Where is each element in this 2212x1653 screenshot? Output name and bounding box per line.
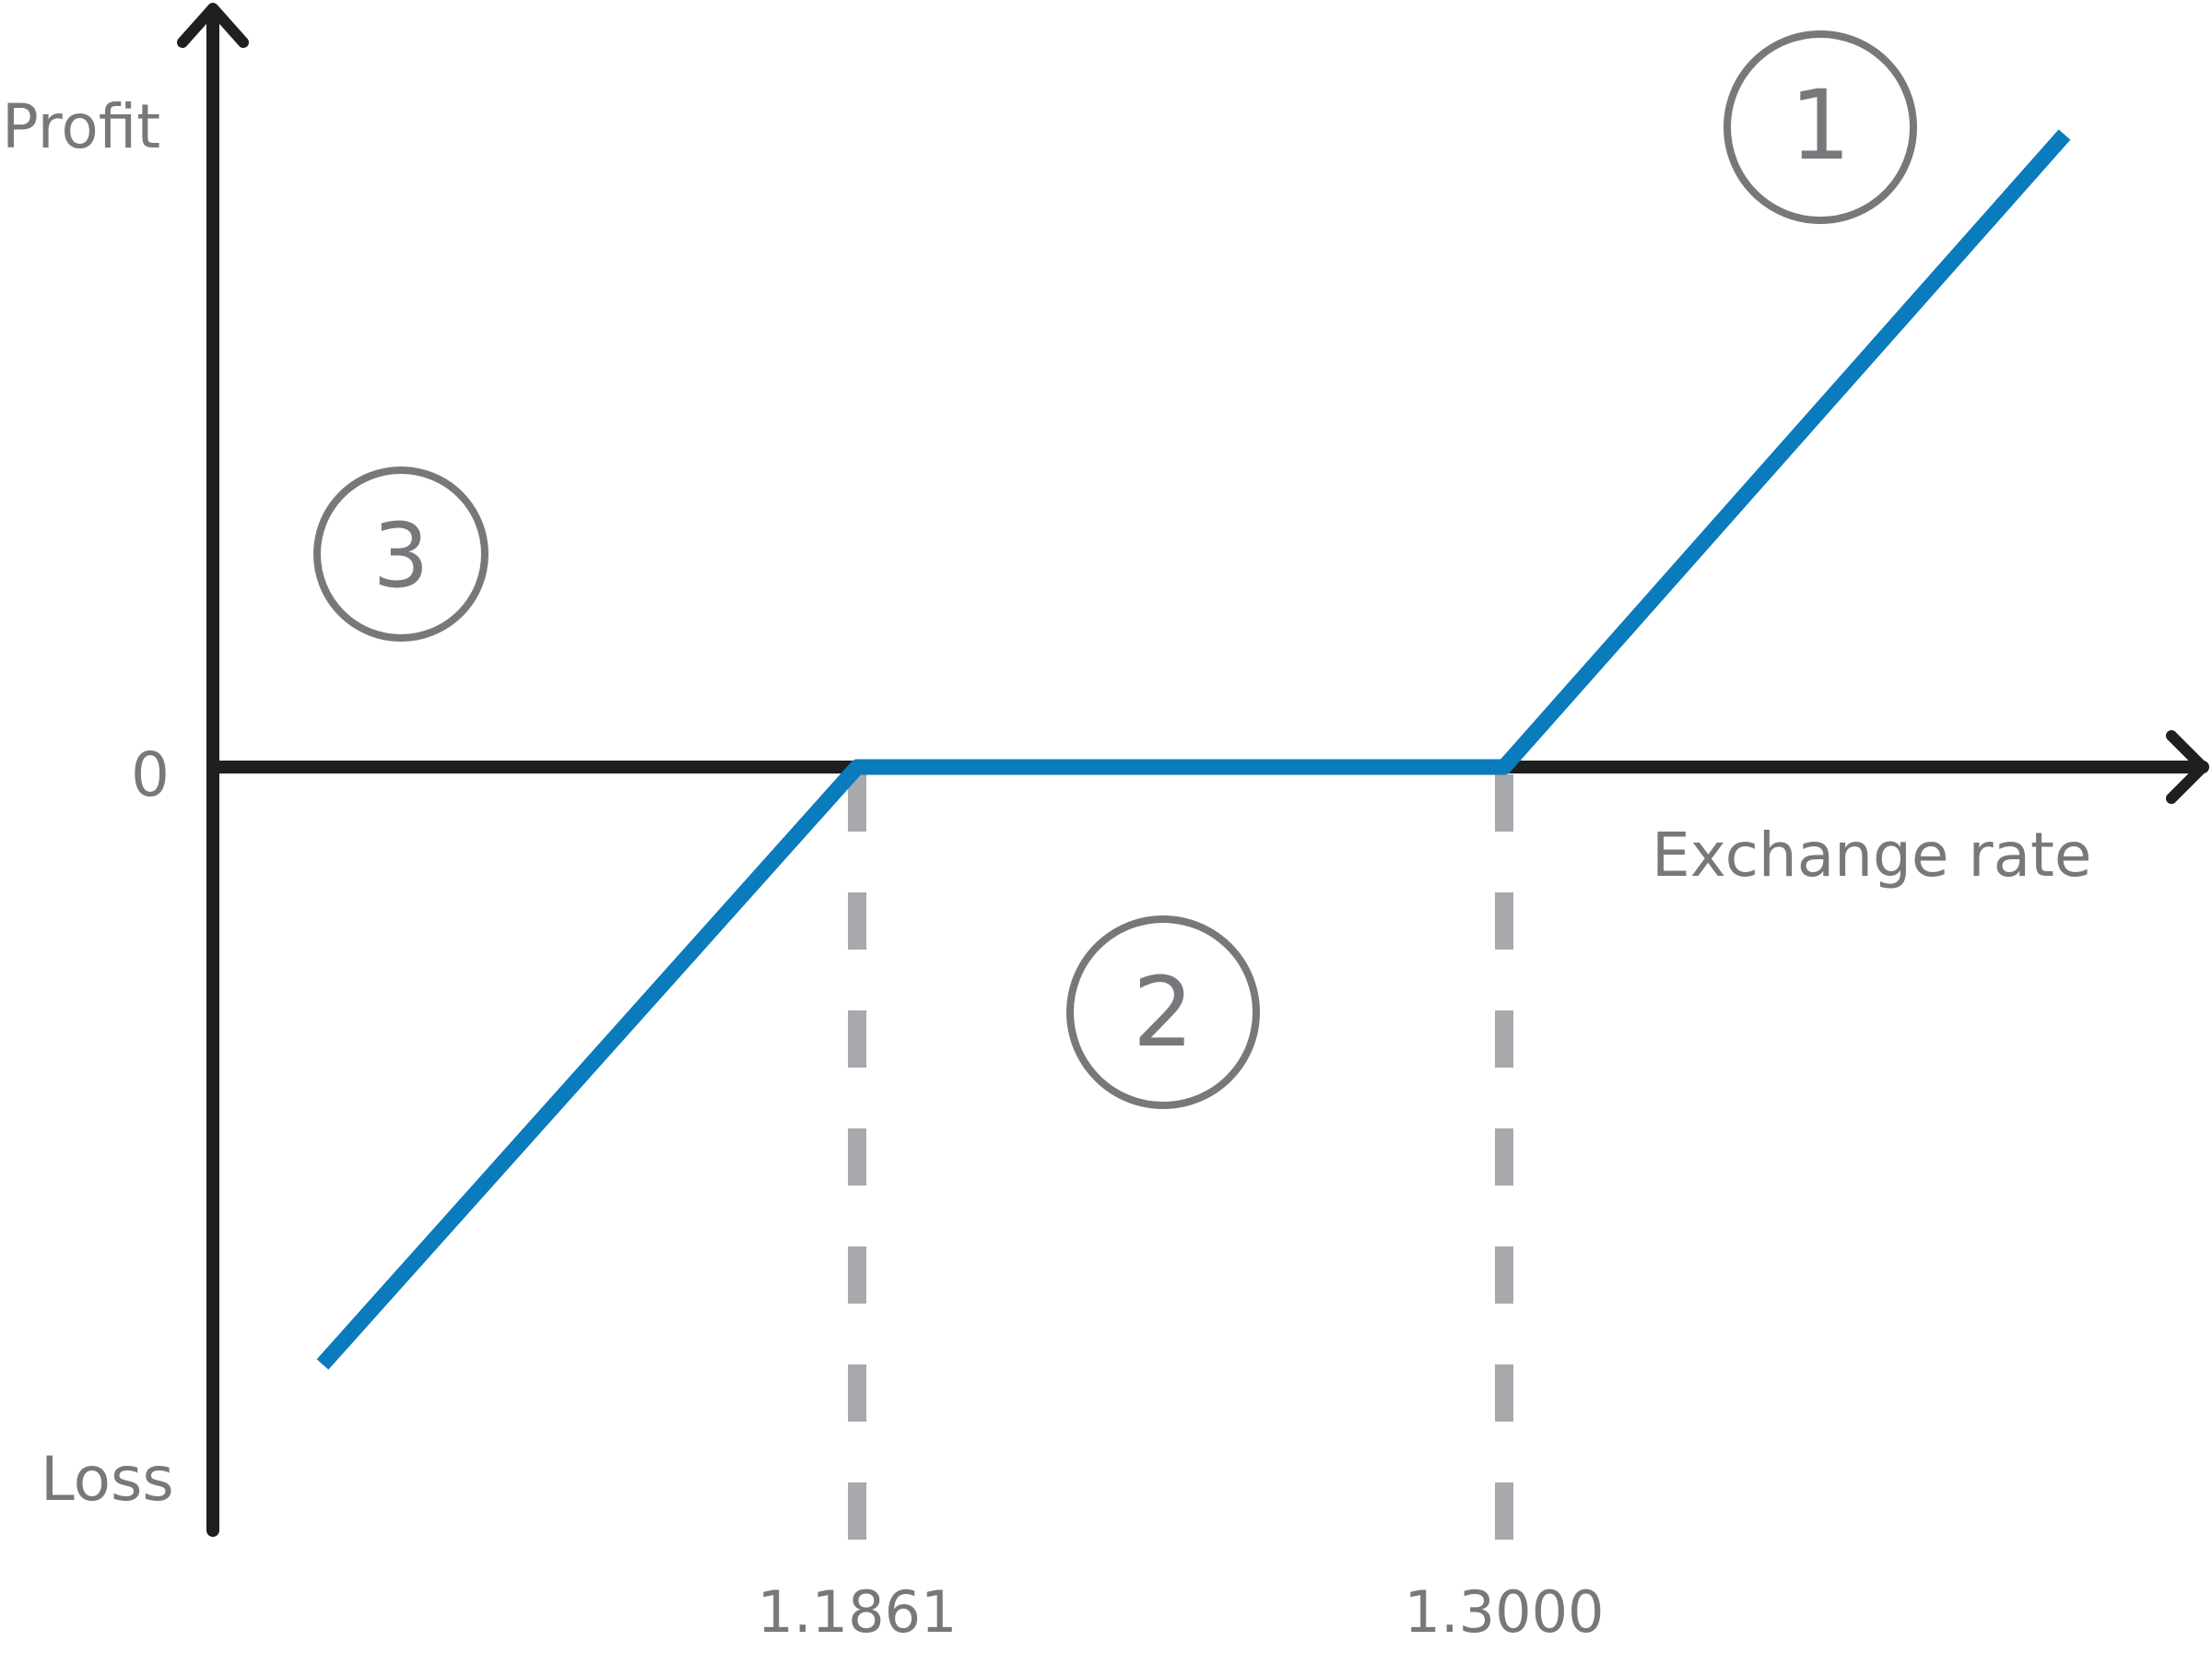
zone-marker-1: 1 (1724, 30, 1917, 224)
payoff-line (316, 129, 2071, 1370)
x-tick-label-low: 1.1861 (758, 1578, 958, 1646)
zone-number-2: 2 (1133, 956, 1194, 1069)
y-axis-top-label: Profit (2, 91, 160, 162)
y-axis-arrowhead (177, 3, 249, 48)
x-tick-label-high: 1.3000 (1405, 1578, 1605, 1646)
zone-number-1: 1 (1790, 69, 1851, 182)
zone-marker-2: 2 (1066, 915, 1260, 1109)
y-axis-zero-label: 0 (131, 739, 170, 810)
zone-marker-3: 3 (313, 466, 488, 642)
x-axis-arrowhead (2166, 730, 2208, 804)
series-layer (316, 129, 2071, 1370)
x-axis-label: Exchange rate (1652, 820, 2092, 891)
y-axis-bottom-label: Loss (41, 1444, 174, 1515)
zone-number-3: 3 (372, 504, 429, 608)
